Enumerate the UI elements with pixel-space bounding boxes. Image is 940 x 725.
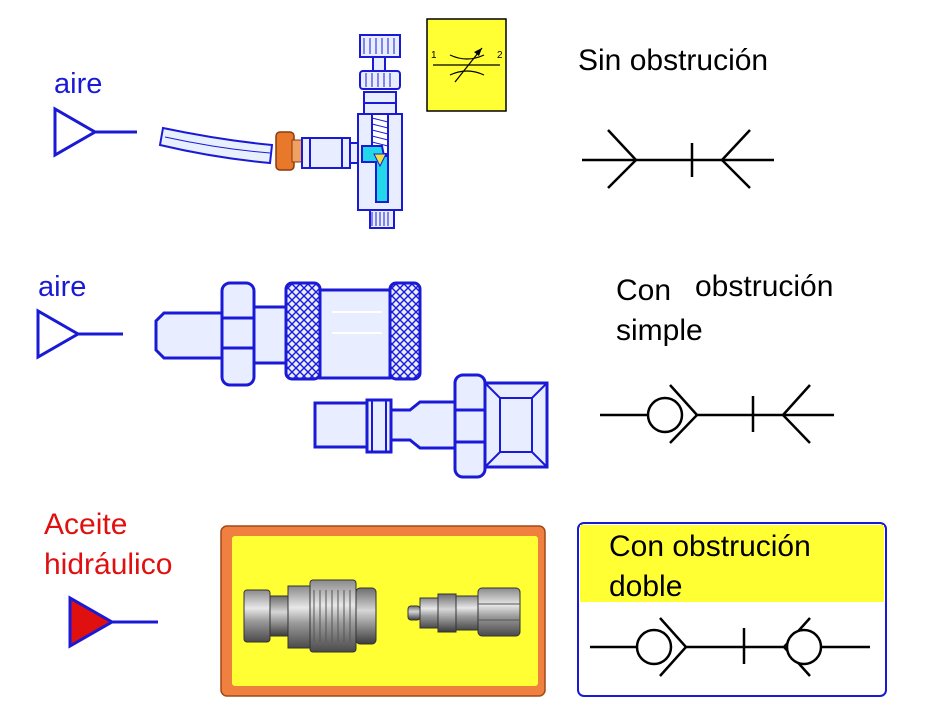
air-hose — [158, 126, 274, 165]
coupling-symbol-double-obstruction — [590, 617, 870, 677]
valve-port-in: 1 — [431, 50, 437, 61]
oil-label-line2: hidráulico — [44, 548, 173, 581]
valve-fitting — [301, 137, 363, 169]
valve-port-out: 2 — [497, 50, 503, 61]
quick-coupler-plug — [313, 373, 549, 479]
title-single-obstruction-simple: simple — [616, 314, 703, 347]
hose-nut — [275, 131, 303, 171]
hydraulic-coupler-photo — [220, 525, 546, 697]
coupling-symbol-no-obstruction — [582, 129, 774, 189]
needle-valve — [357, 34, 403, 229]
oil-label-line1: Aceite — [44, 508, 128, 541]
title-no-obstruction: Sin obstrución — [578, 44, 769, 77]
air-label-1: aire — [54, 68, 103, 100]
flow-control-symbol — [426, 18, 507, 112]
coupling-symbol-single-obstruction — [600, 384, 834, 444]
quick-coupler-socket — [154, 281, 422, 387]
air-label-2: aire — [38, 271, 87, 303]
title-double-obstruction-line1: Con obstrución — [609, 530, 811, 563]
title-single-obstruction-con: Con — [616, 274, 672, 307]
air-source-symbol-1 — [53, 106, 137, 158]
title-double-obstruction-line2: doble — [609, 570, 683, 603]
air-source-symbol-2 — [36, 308, 123, 360]
oil-source-symbol — [68, 595, 158, 649]
title-single-obstruction-word: obstrución — [695, 270, 834, 303]
